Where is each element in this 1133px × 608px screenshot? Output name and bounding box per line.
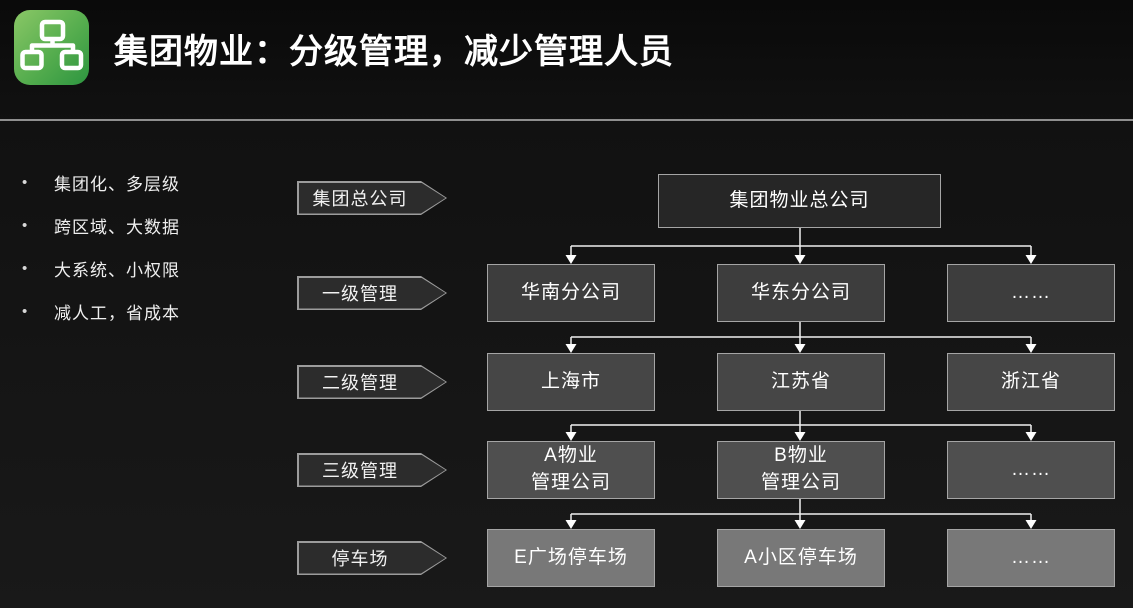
org-hierarchy-icon: [14, 10, 89, 85]
row-label-level1: 一级管理: [297, 276, 447, 310]
connector-set-4: [570, 499, 1032, 521]
org-node-l1-east: 华东分公司: [717, 264, 885, 322]
arrowhead: [565, 344, 577, 353]
row-label-text: 停车场: [298, 542, 446, 574]
org-node-l3-a: A物业 管理公司: [487, 441, 655, 499]
connector-set-3: [570, 411, 1032, 433]
slide-title: 集团物业：分级管理，减少管理人员: [114, 32, 674, 72]
org-node-l1-more: ……: [947, 264, 1115, 322]
bullet-text: 减人工，省成本: [54, 304, 180, 323]
connector-set-2: [570, 322, 1032, 345]
org-node-l2-jiangsu: 江苏省: [717, 353, 885, 411]
arrowhead: [794, 255, 806, 264]
bullet-list: • 集团化、多层级 • 跨区域、大数据 • 大系统、小权限 • 减人工，省成本: [22, 172, 180, 323]
bullet-marker: •: [22, 174, 29, 191]
arrowhead: [794, 520, 806, 529]
bullet-marker: •: [22, 260, 29, 277]
arrowhead: [1025, 520, 1037, 529]
row-label-text: 三级管理: [298, 454, 446, 486]
row-label-level2: 二级管理: [297, 365, 447, 399]
org-node-l2-zhejiang: 浙江省: [947, 353, 1115, 411]
arrowhead: [565, 520, 577, 529]
org-node-l4-acommunity: A小区停车场: [717, 529, 885, 587]
bullet-marker: •: [22, 303, 29, 320]
arrowhead: [794, 344, 806, 353]
org-node-l1-south: 华南分公司: [487, 264, 655, 322]
row-label-hq: 集团总公司: [297, 181, 447, 215]
arrowhead: [794, 432, 806, 441]
bullet-text: 跨区域、大数据: [54, 218, 180, 237]
header-divider: [0, 119, 1133, 121]
connector-set-1: [570, 228, 1032, 256]
org-node-l4-eplaza: E广场停车场: [487, 529, 655, 587]
arrowhead: [1025, 432, 1037, 441]
bullet-text: 集团化、多层级: [54, 175, 180, 194]
bullet-item: • 减人工，省成本: [22, 301, 180, 323]
row-label-text: 二级管理: [298, 366, 446, 398]
org-node-l2-shanghai: 上海市: [487, 353, 655, 411]
bullet-item: • 大系统、小权限: [22, 258, 180, 280]
row-label-parking: 停车场: [297, 541, 447, 575]
row-label-text: 一级管理: [298, 277, 446, 309]
bullet-item: • 跨区域、大数据: [22, 215, 180, 237]
arrowhead: [565, 255, 577, 264]
row-label-text: 集团总公司: [298, 182, 446, 214]
org-node-root: 集团物业总公司: [658, 174, 941, 228]
arrowhead: [1025, 344, 1037, 353]
bullet-item: • 集团化、多层级: [22, 172, 180, 194]
org-node-l3-more: ……: [947, 441, 1115, 499]
arrowhead: [1025, 255, 1037, 264]
org-node-l4-more: ……: [947, 529, 1115, 587]
arrowhead: [565, 432, 577, 441]
bullet-text: 大系统、小权限: [54, 261, 180, 280]
org-hierarchy-glyph: [20, 19, 84, 71]
row-label-level3: 三级管理: [297, 453, 447, 487]
bullet-marker: •: [22, 217, 29, 234]
org-node-l3-b: B物业 管理公司: [717, 441, 885, 499]
